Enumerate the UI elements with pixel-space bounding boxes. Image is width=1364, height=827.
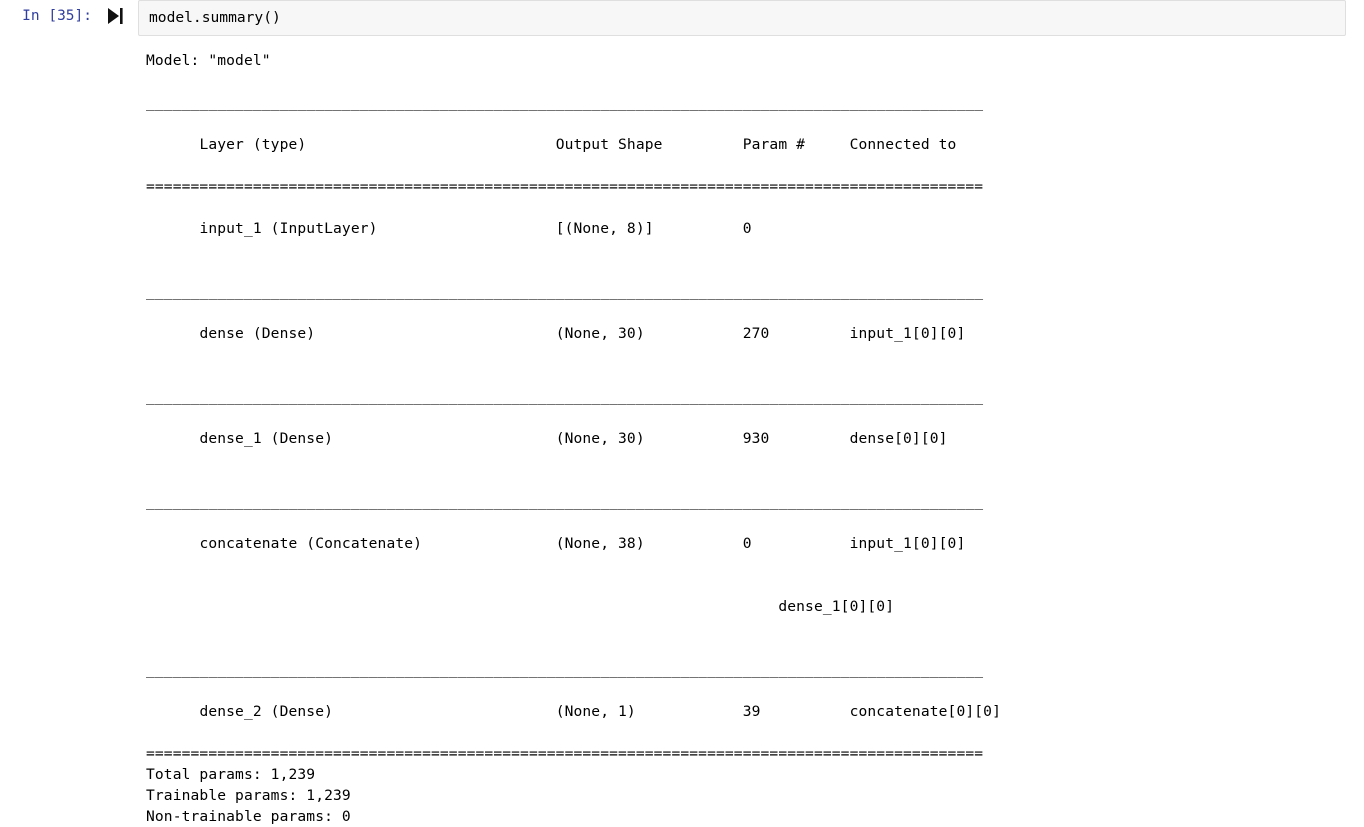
table-header-double-rule: ========================================…: [146, 178, 984, 195]
pad: [752, 535, 850, 552]
cell-param: 270: [742, 325, 770, 342]
pad: [645, 430, 743, 447]
output-spacer-1: [146, 71, 1356, 92]
cell-layer: input_1 (InputLayer): [199, 220, 378, 237]
row-spacer: [146, 260, 1356, 281]
column-header-layer: Layer (type): [199, 136, 307, 153]
table-row: dense_1 (Dense) (None, 30) 930 dense[0][…: [146, 407, 1356, 470]
pad: [333, 703, 556, 720]
cell-output-shape: (None, 30): [555, 325, 645, 342]
cell-connected-to: input_1[0][0]: [849, 325, 966, 342]
input-prompt-label: In [35]:: [22, 8, 92, 24]
pad: [422, 535, 556, 552]
total-params-line: Total params: 1,239: [146, 766, 316, 783]
row-rule: ________________________________________…: [146, 388, 984, 405]
pad: [761, 703, 850, 720]
pad: [654, 220, 743, 237]
code-input-editor[interactable]: model.summary(): [138, 0, 1346, 36]
table-top-rule: ________________________________________…: [146, 94, 984, 111]
pad: [636, 703, 743, 720]
row-spacer: [146, 638, 1356, 659]
row-rule: ________________________________________…: [146, 283, 984, 300]
cell-connected-to-2: dense_1[0][0]: [778, 598, 895, 615]
output-model-name-line: Model: "model": [146, 52, 271, 69]
pad: [315, 325, 555, 342]
table-row: input_1 (InputLayer) [(None, 8)] 0: [146, 197, 1356, 260]
non-trainable-params-line: Non-trainable params: 0: [146, 808, 351, 825]
pad: [645, 325, 743, 342]
cell-param: 0: [742, 535, 752, 552]
cell-output-area: Model: "model" _________________________…: [146, 50, 1356, 827]
cell-layer: dense_1 (Dense): [199, 430, 334, 447]
cell-param: 0: [742, 220, 752, 237]
cell-param: 39: [742, 703, 761, 720]
cell-layer: dense_2 (Dense): [199, 703, 334, 720]
cell-output-shape: [(None, 8)]: [555, 220, 654, 237]
pad: [333, 430, 556, 447]
cell-layer: dense (Dense): [199, 325, 316, 342]
pad: [378, 220, 556, 237]
run-cell-button[interactable]: [92, 0, 138, 29]
table-row: dense (Dense) (None, 30) 270 input_1[0][…: [146, 302, 1356, 365]
column-header-connected-to: Connected to: [849, 136, 957, 153]
cell-output-shape: (None, 1): [555, 703, 636, 720]
table-header-row: Layer (type) Output Shape Param # Connec…: [146, 113, 1356, 176]
cell-connected-to: dense[0][0]: [849, 430, 948, 447]
table-row: dense_2 (Dense) (None, 1) 39 concatenate…: [146, 680, 1356, 743]
code-cell-input-row: In [35]: model.summary(): [0, 0, 1364, 44]
pad: [199, 598, 778, 615]
cell-output-shape: (None, 30): [555, 430, 645, 447]
column-header-output-shape: Output Shape: [555, 136, 663, 153]
cell-connected-to: concatenate[0][0]: [849, 703, 1001, 720]
cell-layer: concatenate (Concatenate): [199, 535, 423, 552]
cell-output-shape: (None, 38): [555, 535, 645, 552]
row-rule: ________________________________________…: [146, 661, 984, 678]
table-row-continuation: dense_1[0][0]: [146, 575, 1356, 638]
pad: [769, 325, 849, 342]
header-pad-1: [306, 136, 555, 153]
header-pad-2: [663, 136, 743, 153]
column-header-param: Param #: [742, 136, 806, 153]
cell-connected-to: input_1[0][0]: [849, 535, 966, 552]
row-spacer: [146, 470, 1356, 491]
trainable-params-line: Trainable params: 1,239: [146, 787, 351, 804]
table-bottom-double-rule: ========================================…: [146, 745, 984, 762]
row-rule: ________________________________________…: [146, 493, 984, 510]
table-row: concatenate (Concatenate) (None, 38) 0 i…: [146, 512, 1356, 575]
cell-param: 930: [742, 430, 770, 447]
pad: [769, 430, 849, 447]
pad: [645, 535, 743, 552]
code-line-1[interactable]: model.summary(): [149, 9, 281, 26]
header-pad-3: [805, 136, 850, 153]
run-to-end-icon[interactable]: [107, 7, 124, 29]
row-spacer: [146, 365, 1356, 386]
